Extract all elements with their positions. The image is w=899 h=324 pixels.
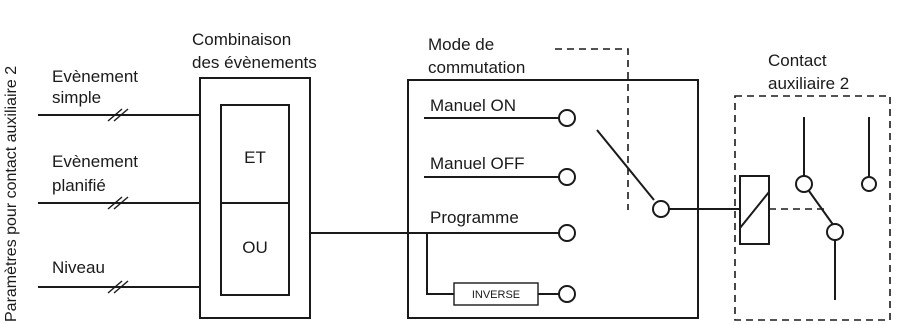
input-planned-slash-mark xyxy=(107,196,129,210)
manual-off-terminal xyxy=(558,168,576,186)
inverse-branch-line xyxy=(426,233,454,295)
input-planned-label-line2: planifié xyxy=(52,176,106,195)
contact-title-line1: Contact xyxy=(768,51,827,70)
contact-left-terminal xyxy=(795,175,813,193)
input-level-label: Niveau xyxy=(52,258,105,277)
combination-block xyxy=(199,77,311,319)
input-planned-label-line1: Evènement xyxy=(52,152,138,171)
combination-inner-block xyxy=(220,104,290,296)
program-terminal xyxy=(558,224,576,242)
manual-on-terminal xyxy=(558,109,576,127)
contact-title-line2: auxiliaire 2 xyxy=(768,74,849,93)
side-label: Paramètres pour contact auxiliaire 2 xyxy=(3,66,20,322)
switching-dashed-link xyxy=(555,48,629,210)
switching-title-line2: commutation xyxy=(428,58,525,77)
contact-common-terminal xyxy=(826,223,844,241)
relay-coil xyxy=(739,175,770,245)
and-label: ET xyxy=(244,148,266,167)
manual-on-label: Manuel ON xyxy=(430,96,516,115)
relay-coil-diagonal xyxy=(739,191,770,229)
inverse-terminal xyxy=(558,285,576,303)
contact-right-terminal xyxy=(861,176,877,192)
input-level-slash-mark xyxy=(107,280,129,294)
or-label: OU xyxy=(242,238,268,257)
contact-dashed-boundary xyxy=(734,95,891,321)
program-label: Programme xyxy=(430,208,519,227)
selector-switch-arm xyxy=(596,129,655,201)
switching-block xyxy=(407,79,699,319)
input-simple-label-line2: simple xyxy=(52,88,101,107)
manual-off-label: Manuel OFF xyxy=(430,154,524,173)
selector-common-terminal xyxy=(652,200,670,218)
input-simple-slash-mark xyxy=(107,108,129,122)
combination-title-line1: Combinaison xyxy=(192,30,291,49)
combination-title-line2: des évènements xyxy=(192,53,317,72)
switching-title-line1: Mode de xyxy=(428,35,494,54)
contact-switch-arm xyxy=(808,190,835,227)
input-simple-label-line1: Evènement xyxy=(52,67,138,86)
inverse-label: INVERSE xyxy=(472,289,520,301)
